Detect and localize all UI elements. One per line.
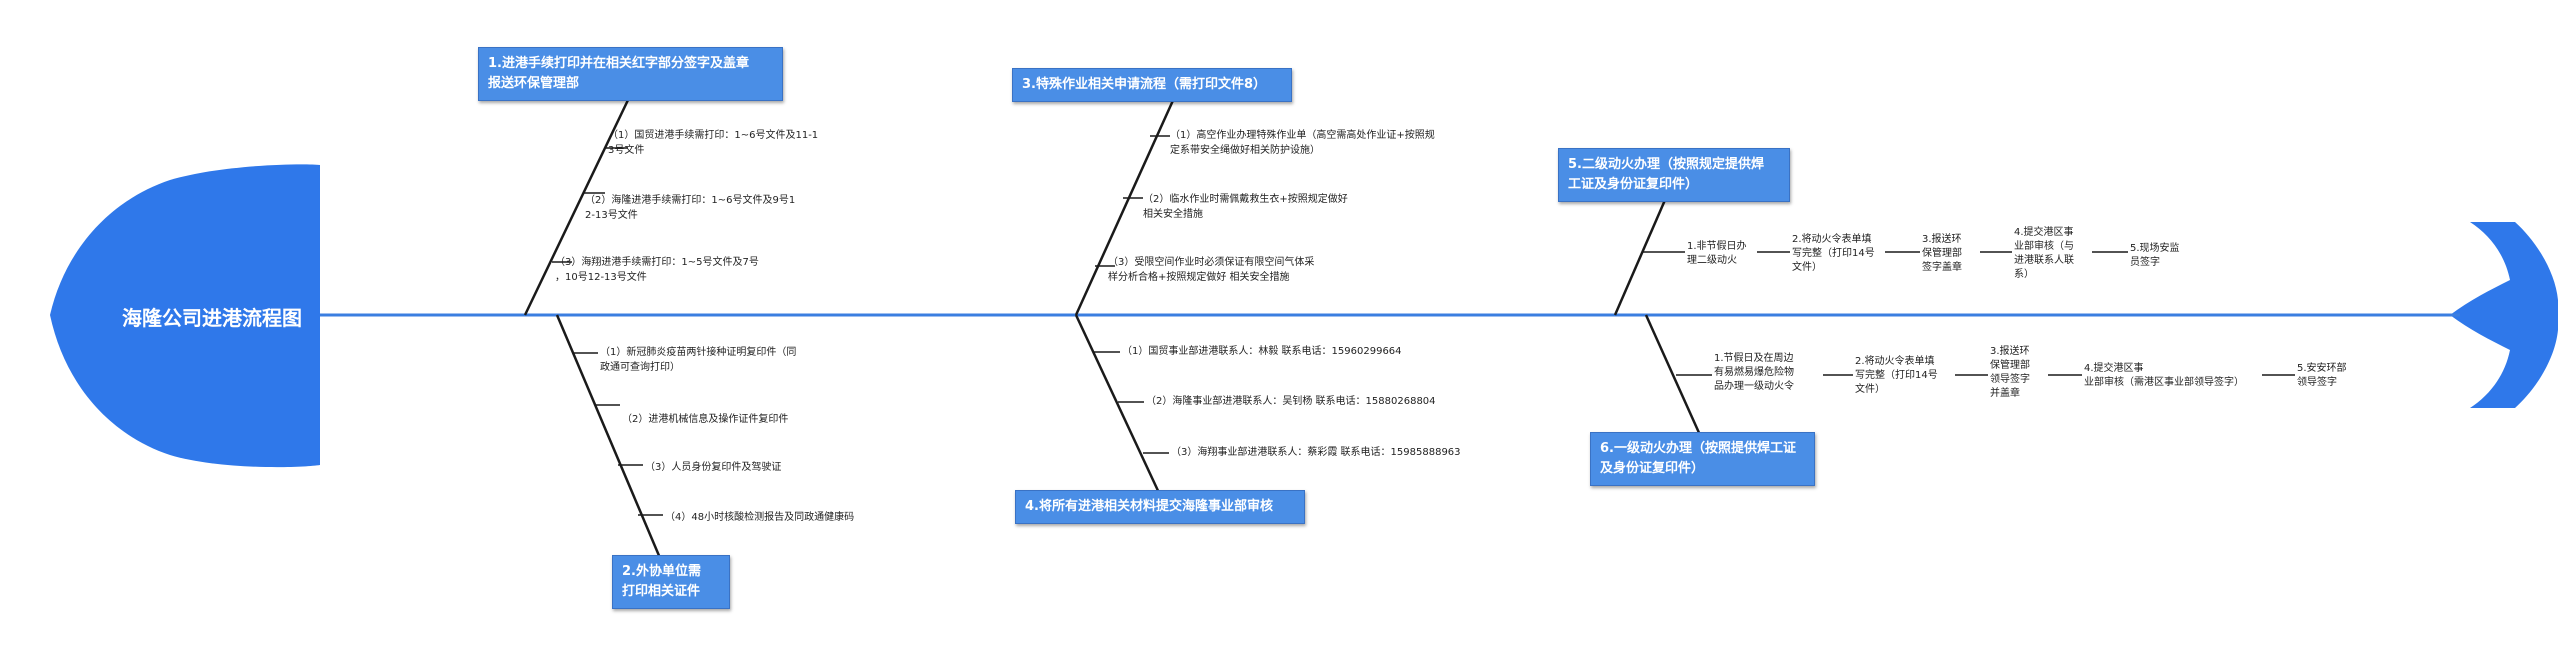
branch-2-item-1: （1）新冠肺炎疫苗两针接种证明复印件（同 政通可查询打印） — [600, 347, 797, 373]
branch-3-item-1: （1）高空作业办理特殊作业单（高空需高处作业证+按照规 定系带安全绳做好相关防护… — [1170, 130, 1435, 156]
branch-4-item-3: （3）海翔事业部进港联系人：蔡彩霞 联系电话：15985888963 — [1171, 447, 1461, 458]
bone-branch-1 — [523, 99, 630, 316]
bone-branch-3 — [1074, 95, 1177, 316]
fish-tail — [2450, 222, 2558, 408]
branch-6-step-2: 2.将动火令表单填 写完整（打印14号 文件） — [1855, 356, 1938, 395]
fish-head — [50, 164, 320, 468]
branch-5-step-1: 1.非节假日办 理二级动火 — [1687, 241, 1747, 266]
branch-box-3: 3.特殊作业相关申请流程（需打印文件8） — [1012, 68, 1292, 102]
branch-box-5: 5.二级动火办理（按照规定提供焊 工证及身份证复印件） — [1558, 148, 1790, 202]
branch-4-item-2: （2）海隆事业部进港联系人：吴钊杨 联系电话：15880268804 — [1146, 396, 1436, 407]
branch-2-item-2: （2）进港机械信息及操作证件复印件 — [622, 414, 789, 425]
branch-6-step-4: 4.提交港区事 业部审核（需港区事业部领导签字） — [2084, 363, 2244, 388]
bone-branch-5 — [1613, 199, 1667, 316]
branch-1-item-3: （3）海翔进港手续需打印：1~5号文件及7号 ，10号12-13号文件 — [555, 257, 759, 283]
branch-5-step-4: 4.提交港区事 业部审核（与 进港联系人联 系） — [2014, 227, 2074, 280]
branch-2-item-3: （3）人员身份复印件及驾驶证 — [645, 462, 782, 473]
branch-5-step-5: 5.现场安监 员签字 — [2130, 243, 2180, 268]
bone-branch-4 — [1074, 314, 1162, 496]
branch-1-item-1: （1）国贸进港手续需打印：1~6号文件及11-1 3号文件 — [608, 130, 819, 156]
branch-6-step-5: 5.安安环部 领导签字 — [2297, 363, 2347, 388]
diagram-title: 海隆公司进港流程图 — [122, 306, 302, 330]
branch-box-2: 2.外协单位需 打印相关证件 — [612, 555, 730, 609]
branch-3-item-3: （3）受限空间作业时必须保证有限空间气体采 样分析合格+按照规定做好 相关安全措… — [1108, 257, 1315, 283]
branch-3-item-2: （2）临水作业时需佩戴救生衣+按照规定做好 相关安全措施 — [1143, 194, 1348, 220]
bone-branch-6 — [1644, 314, 1702, 436]
branch-6-step-1: 1.节假日及在周边 有易燃易爆危险物 品办理一级动火令 — [1714, 353, 1794, 392]
branch-box-1: 1.进港手续打印并在相关红字部分签字及盖章 报送环保管理部 — [478, 47, 783, 101]
branch-box-4: 4.将所有进港相关材料提交海隆事业部审核 — [1015, 490, 1305, 524]
branch-5-step-2: 2.将动火令表单填 写完整（打印14号 文件） — [1792, 234, 1875, 273]
branch-box-6: 6.一级动火办理（按照提供焊工证 及身份证复印件） — [1590, 432, 1815, 486]
branch-6-step-3: 3.报送环 保管理部 领导签字 并盖章 — [1990, 346, 2030, 399]
branch-4-item-1: （1）国贸事业部进港联系人：林毅 联系电话：15960299664 — [1122, 346, 1402, 357]
bone-branch-2 — [555, 314, 662, 559]
branch-5-step-3: 3.报送环 保管理部 签字盖章 — [1922, 234, 1962, 273]
branch-1-item-2: （2）海隆进港手续需打印：1~6号文件及9号1 2-13号文件 — [585, 195, 796, 221]
branch-2-item-4: （4）48小时核酸检测报告及同政通健康码 — [665, 512, 855, 523]
